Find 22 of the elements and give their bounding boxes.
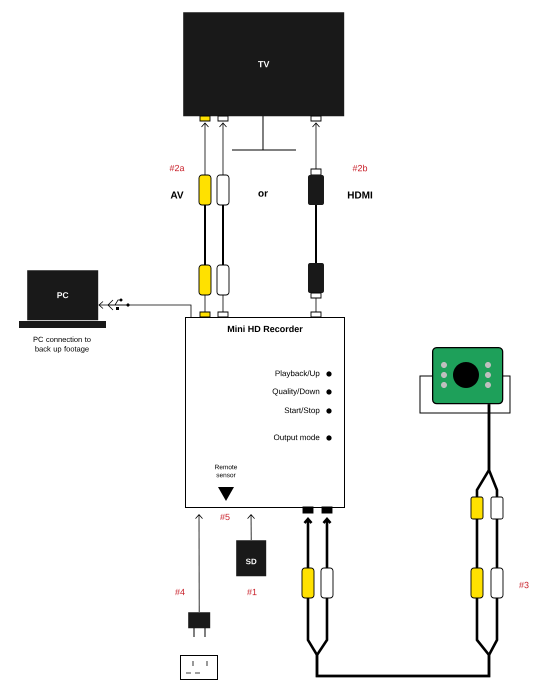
wall-outlet xyxy=(180,655,218,680)
label: HDMI xyxy=(348,192,372,198)
power-plug xyxy=(188,612,210,638)
callout-number: #4 xyxy=(175,588,185,596)
camera-drawing xyxy=(420,347,510,414)
button-label: Start/Stop xyxy=(284,407,320,415)
callout-number: #5 xyxy=(220,514,230,520)
sd-card: SD xyxy=(236,540,266,576)
callout-number: #2b xyxy=(352,164,368,172)
arrow xyxy=(195,514,203,612)
label: or xyxy=(258,191,268,197)
button-label: Output mode xyxy=(274,434,320,442)
callout-number: #3 xyxy=(519,582,529,588)
tv-box: TV xyxy=(183,12,344,116)
button-label: Quality/Down xyxy=(272,388,320,396)
callout-number: #1 xyxy=(247,588,257,596)
label: AV xyxy=(170,192,184,198)
laptop: PC xyxy=(19,270,106,328)
button-label: Playback/Up xyxy=(276,370,320,378)
arrow xyxy=(247,514,255,540)
arrow xyxy=(98,301,192,318)
callout-number: #2a xyxy=(170,164,184,172)
